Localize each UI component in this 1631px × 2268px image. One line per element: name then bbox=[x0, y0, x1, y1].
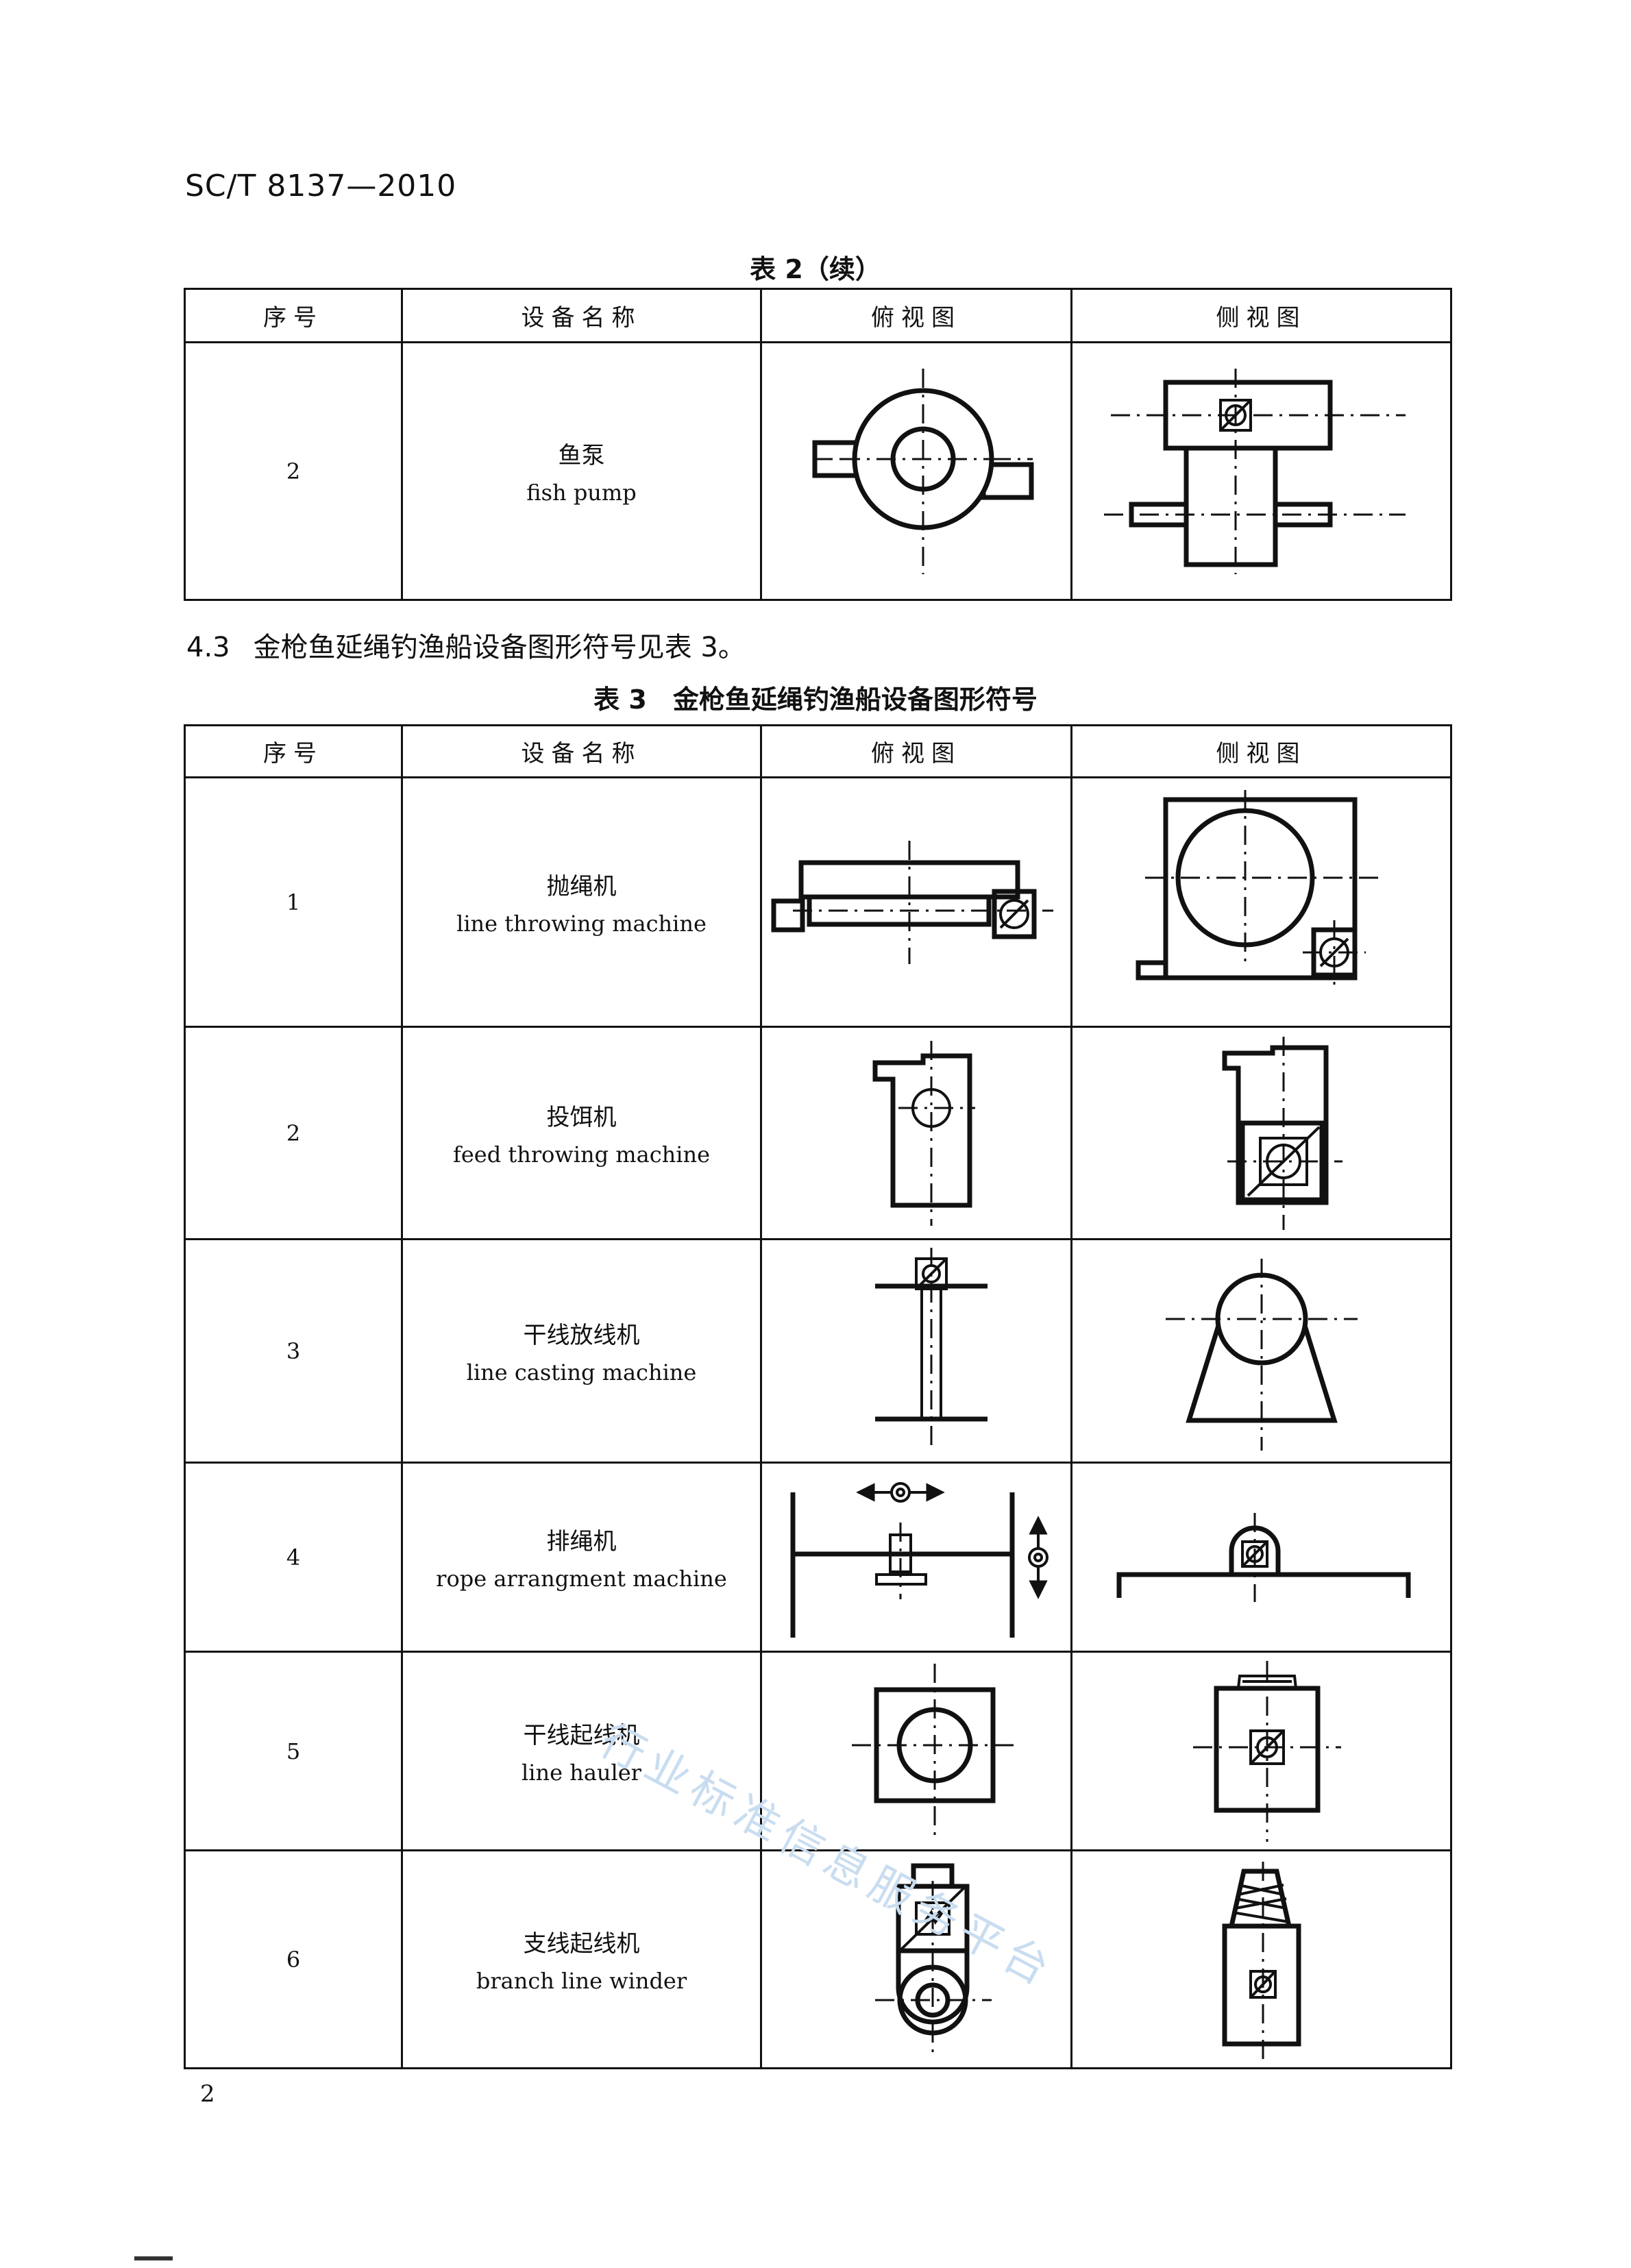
standard-code: SC/T 8137—2010 bbox=[185, 169, 457, 204]
table2-header-row: 序号 设备名称 俯视图 侧视图 bbox=[184, 288, 1452, 343]
equipment-name: 抛绳机 line throwing machine bbox=[401, 776, 762, 1028]
section-4-3: 4.3 金枪鱼延绳钓渔船设备图形符号见表 3。 bbox=[186, 625, 746, 665]
equipment-name-en: rope arrangment machine bbox=[436, 1566, 727, 1592]
equipment-name-cn: 干线放线机 bbox=[523, 1322, 640, 1349]
equipment-name-en: line throwing machine bbox=[456, 911, 707, 937]
row-number: 6 bbox=[184, 1849, 403, 2069]
fish-pump-side-view-icon bbox=[1103, 368, 1406, 574]
row-number: 2 bbox=[184, 341, 403, 601]
side-view-cell bbox=[1070, 1651, 1452, 1851]
row-number: 3 bbox=[184, 1238, 403, 1464]
equipment-name-en: line hauler bbox=[522, 1760, 641, 1786]
branch-winder-side-view-icon bbox=[1222, 1861, 1301, 2059]
bottom-edge-mark bbox=[134, 2256, 173, 2260]
top-view-cell bbox=[760, 776, 1072, 1028]
equipment-name-cn: 干线起线机 bbox=[523, 1722, 640, 1749]
equipment-name-en: fish pump bbox=[526, 480, 637, 506]
header-side-view: 侧视图 bbox=[1070, 724, 1452, 778]
section-text: 金枪鱼延绳钓渔船设备图形符号见表 3。 bbox=[253, 632, 746, 663]
equipment-name: 鱼泵 fish pump bbox=[401, 341, 762, 601]
page-number: 2 bbox=[200, 2080, 215, 2108]
table-row: 4 排绳机 rope arrangment machine bbox=[184, 1462, 1452, 1653]
equipment-name-en: line casting machine bbox=[466, 1359, 697, 1385]
equipment-name-en: feed throwing machine bbox=[452, 1142, 711, 1168]
header-side-view: 侧视图 bbox=[1070, 288, 1452, 343]
equipment-name: 干线起线机 line hauler bbox=[401, 1651, 762, 1851]
equipment-name-cn: 投饵机 bbox=[546, 1104, 617, 1131]
row-number: 1 bbox=[184, 776, 403, 1028]
top-view-cell bbox=[760, 1238, 1072, 1464]
top-view-cell bbox=[760, 1462, 1072, 1653]
equipment-name: 干线放线机 line casting machine bbox=[401, 1238, 762, 1464]
top-view-cell bbox=[760, 341, 1072, 601]
side-view-cell bbox=[1070, 1238, 1452, 1464]
line-hauler-side-view-icon bbox=[1192, 1660, 1341, 1842]
line-throwing-top-view-icon bbox=[771, 840, 1053, 964]
table-row: 5 干线起线机 line hauler bbox=[184, 1651, 1452, 1851]
top-view-cell bbox=[760, 1026, 1072, 1240]
table2-caption: 表 2（续） bbox=[750, 254, 881, 284]
row-number: 2 bbox=[184, 1026, 403, 1240]
header-seq: 序号 bbox=[184, 288, 403, 343]
side-view-cell bbox=[1070, 776, 1452, 1028]
line-casting-side-view-icon bbox=[1165, 1258, 1358, 1451]
rope-arrangement-side-view-icon bbox=[1116, 1512, 1410, 1602]
side-view-cell bbox=[1070, 1026, 1452, 1240]
header-name: 设备名称 bbox=[401, 724, 762, 778]
table3-caption: 表 3 金枪鱼延绳钓渔船设备图形符号 bbox=[593, 685, 1038, 715]
top-view-cell bbox=[760, 1849, 1072, 2069]
equipment-name-cn: 抛绳机 bbox=[546, 873, 617, 900]
table-row: 3 干线放线机 line casting machine bbox=[184, 1238, 1452, 1464]
rope-arrangement-top-view-icon bbox=[790, 1481, 1048, 1638]
line-casting-top-view-icon bbox=[875, 1247, 988, 1451]
equipment-name: 投饵机 feed throwing machine bbox=[401, 1026, 762, 1240]
header-top-view: 俯视图 bbox=[760, 288, 1072, 343]
equipment-name-cn: 支线起线机 bbox=[523, 1930, 640, 1958]
table-row: 2 鱼泵 fish pump bbox=[184, 341, 1452, 601]
table-row: 2 投饵机 feed throwing machine bbox=[184, 1026, 1452, 1240]
row-number: 4 bbox=[184, 1462, 403, 1653]
fish-pump-top-view-icon bbox=[812, 368, 1034, 574]
row-number: 5 bbox=[184, 1651, 403, 1851]
side-view-cell bbox=[1070, 1849, 1452, 2069]
equipment-name-en: branch line winder bbox=[476, 1968, 687, 1994]
equipment-name-cn: 鱼泵 bbox=[558, 442, 605, 469]
top-view-cell bbox=[760, 1651, 1072, 1851]
header-seq: 序号 bbox=[184, 724, 403, 778]
equipment-name: 支线起线机 branch line winder bbox=[401, 1849, 762, 2069]
feed-throwing-top-view-icon bbox=[872, 1040, 975, 1226]
branch-winder-top-view-icon bbox=[875, 1863, 992, 2059]
equipment-name: 排绳机 rope arrangment machine bbox=[401, 1462, 762, 1653]
side-view-cell bbox=[1070, 341, 1452, 601]
line-hauler-top-view-icon bbox=[852, 1663, 1018, 1839]
header-top-view: 俯视图 bbox=[760, 724, 1072, 778]
table-row: 6 支线起线机 branch line winder bbox=[184, 1849, 1452, 2069]
header-name: 设备名称 bbox=[401, 288, 762, 343]
line-throwing-side-view-icon bbox=[1136, 789, 1378, 985]
table3: 序号 设备名称 俯视图 侧视图 1 抛绳机 line throwing mach… bbox=[184, 724, 1452, 2069]
table2: 序号 设备名称 俯视图 侧视图 2 鱼泵 fish pump bbox=[184, 288, 1452, 601]
table-row: 1 抛绳机 line throwing machine bbox=[184, 776, 1452, 1028]
feed-throwing-side-view-icon bbox=[1222, 1036, 1342, 1230]
equipment-name-cn: 排绳机 bbox=[546, 1528, 617, 1555]
side-view-cell bbox=[1070, 1462, 1452, 1653]
section-number: 4.3 bbox=[186, 632, 230, 663]
table3-header-row: 序号 设备名称 俯视图 侧视图 bbox=[184, 724, 1452, 778]
